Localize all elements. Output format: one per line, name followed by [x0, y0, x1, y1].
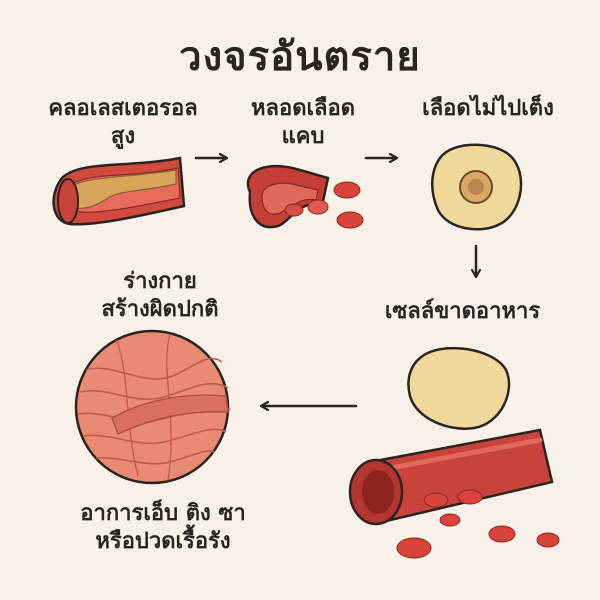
- vessel-plaque-icon: [52, 156, 186, 226]
- step-label-body-damage: ร่างกาย สร้างผิดปกติ: [60, 268, 260, 324]
- step-label-cell-starve: เซลล์ขาดอาหาร: [360, 298, 565, 326]
- step-label-poor-flow-line1: เลือดไม่ไปเต็ง: [422, 96, 554, 121]
- starving-cell-icon: [407, 346, 511, 430]
- step-label-cholesterol-line1: คลอเลสเตอรอล: [48, 96, 198, 121]
- step-label-symptoms-line2: หรือปวดเรื้อรัง: [95, 529, 231, 554]
- step-label-cholesterol: คลอเลสเตอรอล สูง: [18, 95, 228, 151]
- step-label-body-damage-line2: สร้างผิดปกติ: [101, 297, 219, 322]
- step-label-symptoms: อาการเอ็บ ติง ซา หรือปวดเรื้อรัง: [38, 500, 288, 556]
- narrow-vessel-icon: [246, 164, 364, 229]
- step-label-narrow-vessel: หลอดเลือด แคบ: [228, 95, 378, 151]
- step-label-poor-flow: เลือดไม่ไปเต็ง: [388, 95, 588, 123]
- step-label-symptoms-line1: อาการเอ็บ ติง ซา: [80, 501, 246, 526]
- blood-vessel-icon: [348, 428, 560, 559]
- cell-icon: [431, 143, 523, 231]
- step-label-narrow-vessel-line1: หลอดเลือด: [251, 96, 355, 121]
- step-label-cholesterol-line2: สูง: [110, 124, 136, 149]
- step-label-body-damage-line1: ร่างกาย: [123, 269, 197, 294]
- tissue-icon: [74, 329, 231, 485]
- step-label-narrow-vessel-line2: แคบ: [281, 124, 325, 149]
- page-title: วงจรอันตราย: [179, 34, 421, 80]
- step-label-cell-starve-line1: เซลล์ขาดอาหาร: [384, 299, 541, 324]
